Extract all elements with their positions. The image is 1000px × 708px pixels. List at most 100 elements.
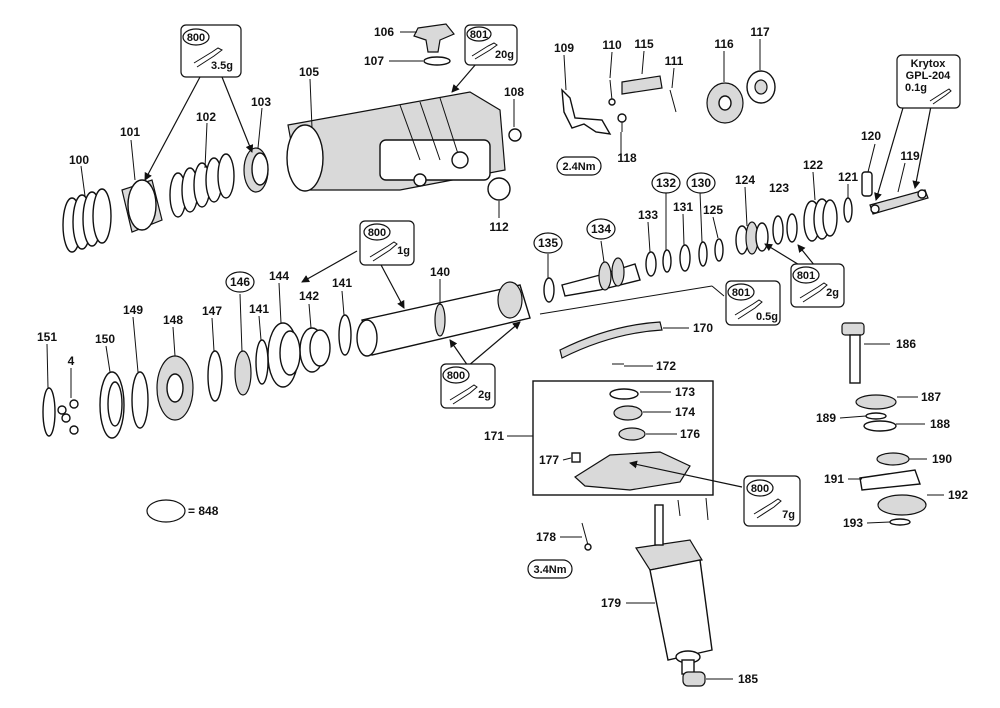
- svg-text:20g: 20g: [495, 49, 514, 61]
- grease-callout-g5: 801 0.5g: [725, 280, 781, 326]
- gear-192: [877, 494, 927, 516]
- label-117: 117: [750, 25, 770, 39]
- bearing-176: [618, 427, 646, 441]
- clamp-115: [621, 75, 663, 95]
- oring-125: [714, 238, 724, 262]
- label-174: 174: [675, 405, 695, 419]
- spring-100: [62, 188, 112, 253]
- label-105: 105: [299, 65, 319, 79]
- label-186: 186: [896, 337, 916, 351]
- washer-189: [865, 412, 887, 420]
- screw-178: [581, 522, 592, 551]
- ring-133: [645, 251, 657, 277]
- svg-text:800: 800: [751, 483, 769, 495]
- label-188: 188: [930, 417, 950, 431]
- gear-190: [876, 452, 910, 466]
- label-103: 103: [251, 95, 271, 109]
- grease-callout-g1: 800 3.5g: [180, 24, 242, 78]
- label-111: 111: [665, 54, 684, 68]
- svg-text:2g: 2g: [826, 287, 839, 299]
- label-150: 150: [95, 332, 115, 346]
- label-123: 123: [769, 181, 789, 195]
- label-146: 146: [230, 275, 250, 289]
- svg-text:0.5g: 0.5g: [756, 311, 778, 323]
- svg-text:3.4Nm: 3.4Nm: [533, 564, 566, 576]
- svg-text:GPL-204: GPL-204: [906, 70, 952, 82]
- gear-116: [706, 82, 744, 124]
- rings-123: [772, 213, 798, 245]
- ring-112: [487, 177, 511, 201]
- label-118: 118: [617, 151, 637, 165]
- bearing-187: [855, 394, 897, 410]
- label-124: 124: [735, 173, 755, 187]
- belt-170: [559, 321, 663, 359]
- oring-141-right: [338, 314, 352, 356]
- label-116: 116: [714, 37, 734, 51]
- label-121: 121: [838, 170, 858, 184]
- spring-146: [234, 350, 252, 396]
- label-192: 192: [948, 488, 968, 502]
- washer-193: [889, 518, 911, 526]
- torque-178: 3.4Nm: [527, 559, 573, 579]
- gear-plate: [574, 451, 691, 491]
- label-185: 185: [738, 672, 758, 686]
- clutch-191: [859, 469, 921, 491]
- oring-107: [423, 56, 451, 66]
- label-190: 190: [932, 452, 952, 466]
- grease-callout-g3: 800 1g: [359, 220, 415, 266]
- ring-149: [131, 371, 149, 429]
- oring-legend: = 848: [146, 499, 219, 523]
- label-134: 134: [591, 222, 611, 236]
- sleeve-101: [121, 179, 163, 233]
- label-141-left: 141: [249, 302, 269, 316]
- clip-121: [843, 197, 853, 223]
- label-102: 102: [196, 110, 216, 124]
- label-101: 101: [120, 125, 140, 139]
- label-147: 147: [202, 304, 222, 318]
- knob-106: [413, 23, 455, 53]
- part-labels: 100 101 102 103 105 106 107 108 109 110 …: [37, 25, 968, 686]
- label-110: 110: [602, 38, 622, 52]
- label-135: 135: [538, 236, 558, 250]
- leader-lines: [46, 31, 944, 680]
- ring-147: [207, 350, 223, 402]
- label-112: 112: [489, 220, 509, 234]
- svg-text:Krytox: Krytox: [911, 58, 947, 70]
- label-176: 176: [680, 427, 700, 441]
- torque-118: 2.4Nm: [556, 156, 602, 176]
- gear-103: [243, 147, 269, 193]
- lever-109: [561, 88, 612, 135]
- label-108: 108: [504, 85, 524, 99]
- label-187: 187: [921, 390, 941, 404]
- screws-top: [677, 497, 709, 521]
- svg-text:7g: 7g: [782, 509, 795, 521]
- grease-callout-g7: 800 7g: [743, 475, 801, 527]
- screw-118: [617, 113, 627, 132]
- svg-text:2g: 2g: [478, 389, 491, 401]
- cap-148: [156, 355, 194, 421]
- label-142: 142: [299, 289, 319, 303]
- svg-text:800: 800: [368, 227, 386, 239]
- sleeve-144: [267, 322, 301, 388]
- svg-text:= 848: = 848: [188, 504, 219, 518]
- svg-text:801: 801: [797, 270, 815, 282]
- armature-179: [634, 504, 713, 675]
- label-109: 109: [554, 41, 574, 55]
- label-125: 125: [703, 203, 723, 217]
- label-122: 122: [803, 158, 823, 172]
- label-177: 177: [539, 453, 559, 467]
- balls-4: [57, 399, 79, 435]
- label-107: 107: [364, 54, 384, 68]
- label-115: 115: [634, 37, 654, 51]
- label-133: 133: [638, 208, 658, 222]
- label-179: 179: [601, 596, 621, 610]
- label-173: 173: [675, 385, 695, 399]
- washer-173: [609, 388, 639, 400]
- housing-105: [286, 91, 506, 192]
- label-106: 106: [374, 25, 394, 39]
- label-4: 4: [68, 354, 75, 368]
- sleeve-122: [803, 198, 838, 242]
- label-120: 120: [861, 129, 881, 143]
- oring-130: [698, 241, 708, 267]
